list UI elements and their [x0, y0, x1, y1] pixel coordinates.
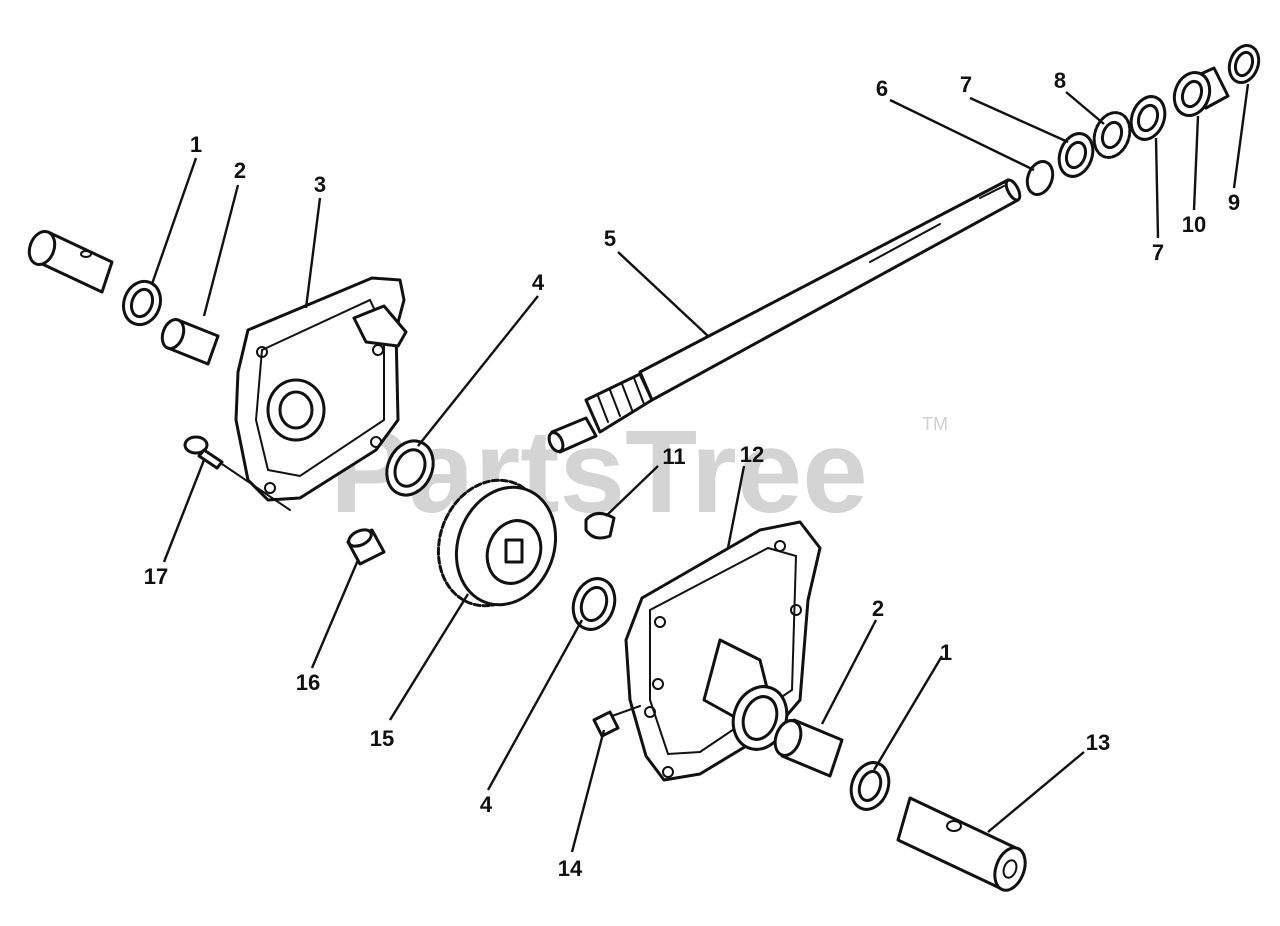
callout-10: 10: [1182, 212, 1206, 237]
callout-4-upper: 4: [532, 270, 545, 295]
left-seal-1: [121, 279, 163, 327]
right-shaft-13: [896, 796, 1027, 892]
ring-9: [1227, 44, 1261, 84]
callout-labels: 1 2 3 4 5 6 7 8 7 10 9 11 12 17 16 15 4 …: [144, 68, 1240, 881]
callout-7-lower: 7: [1152, 240, 1164, 265]
main-shaft-5: [547, 178, 1022, 454]
watermark-trademark: TM: [922, 414, 948, 434]
right-housing-12: [624, 520, 822, 782]
callout-7-upper: 7: [960, 72, 972, 97]
callout-6: 6: [876, 76, 888, 101]
gear-15: [436, 478, 558, 608]
leader-lines: [150, 83, 1250, 853]
callout-5: 5: [604, 226, 616, 251]
washer-7a: [1057, 132, 1095, 178]
callout-12: 12: [740, 442, 764, 467]
callout-1-right: 1: [940, 640, 952, 665]
callout-9: 9: [1228, 190, 1240, 215]
right-seal-1: [849, 761, 891, 811]
callout-16: 16: [296, 670, 320, 695]
left-housing-3: [234, 276, 408, 502]
right-bushing-2: [773, 718, 844, 778]
pin-16: [346, 528, 386, 566]
upper-washer-4: [385, 439, 435, 497]
callout-4-lower: 4: [480, 792, 493, 817]
left-shaft-stub: [27, 230, 114, 294]
callout-3: 3: [314, 172, 326, 197]
lower-washer-4: [571, 577, 617, 631]
left-bushing-2: [160, 317, 220, 366]
set-screw-14: [592, 705, 641, 738]
callout-17: 17: [144, 564, 168, 589]
callout-2-left: 2: [234, 158, 246, 183]
callout-11: 11: [662, 444, 685, 469]
flanged-bushing-10: [1172, 66, 1230, 117]
callout-2-right: 2: [872, 596, 884, 621]
callout-8: 8: [1054, 68, 1066, 93]
callout-13: 13: [1086, 730, 1110, 755]
bolt-17: [183, 435, 291, 511]
callout-1-left: 1: [190, 132, 202, 157]
key-11: [584, 512, 616, 540]
callout-15: 15: [370, 726, 394, 751]
washer-7b: [1129, 95, 1167, 141]
callout-14: 14: [558, 856, 583, 881]
snap-ring-6: [1025, 160, 1055, 196]
